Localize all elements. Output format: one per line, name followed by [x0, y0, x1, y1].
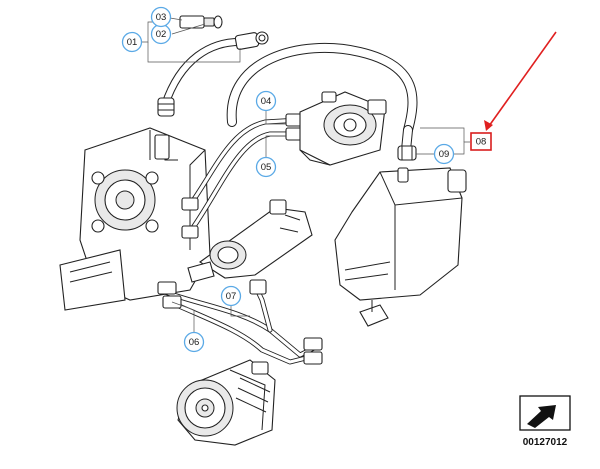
injector-rail [187, 199, 313, 283]
callout-01-label: 01 [127, 37, 138, 48]
hose-clamp [397, 145, 417, 161]
callout-07-label: 07 [226, 291, 237, 302]
callout-02: 02 [150, 23, 172, 45]
callout-06-label: 06 [189, 337, 200, 348]
callout-05-label: 05 [261, 162, 272, 173]
callout-09-label: 09 [439, 149, 450, 160]
callout-02-label: 02 [156, 29, 167, 40]
callout-03-label: 03 [156, 12, 167, 23]
callout-08-label: 08 [476, 137, 487, 148]
high-pressure-pump [59, 127, 211, 311]
callout-08-highlighted: 08 [470, 132, 492, 151]
callout-05: 05 [255, 156, 277, 178]
pressure-regulator [299, 91, 387, 166]
direction-arrow-icon [519, 395, 571, 431]
callout-04: 04 [255, 90, 277, 112]
ac-compressor [176, 359, 276, 446]
callout-04-label: 04 [261, 96, 272, 107]
callout-07: 07 [220, 285, 242, 307]
coolant-hose [226, 42, 418, 155]
callout-09: 09 [433, 143, 455, 165]
diagram-number: 00127012 [523, 437, 568, 448]
return-line [157, 15, 269, 117]
fuel-pipes-lower [157, 279, 323, 365]
callout-03: 03 [150, 6, 172, 28]
pointer-arrow [484, 31, 557, 131]
callout-01: 01 [121, 31, 143, 53]
leader-lines [142, 17, 470, 332]
expansion-tank [334, 167, 467, 327]
callout-06: 06 [183, 331, 205, 353]
